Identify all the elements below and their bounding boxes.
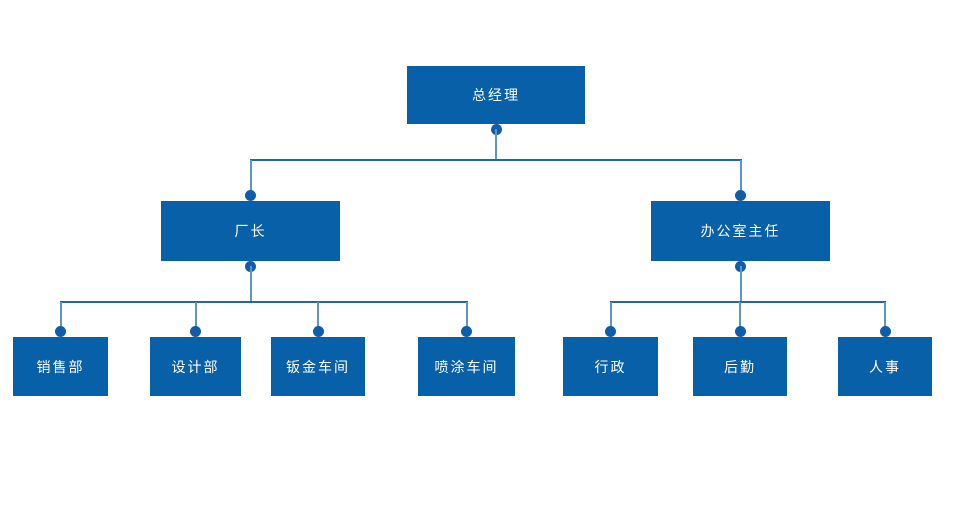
connector-line-vertical — [739, 160, 742, 195]
org-node-label: 总经理 — [472, 87, 520, 103]
org-node-label: 行政 — [594, 358, 627, 375]
connector-line-vertical — [59, 302, 62, 331]
org-node-label: 设计部 — [171, 358, 220, 375]
connector-line-vertical — [609, 302, 612, 331]
org-node-sales[interactable]: 销售部 — [13, 337, 108, 396]
org-node-gm[interactable]: 总经理 — [407, 66, 585, 124]
connector-dot — [879, 326, 891, 337]
org-node-label: 喷涂车间 — [434, 358, 499, 375]
connector-line-vertical — [249, 160, 252, 195]
connector-dot — [605, 326, 616, 337]
connector-line-vertical — [739, 302, 741, 331]
connector-rail — [609, 301, 886, 303]
org-node-label: 办公室主任 — [700, 223, 781, 239]
connector-rail — [249, 159, 742, 161]
connector-line-vertical — [465, 302, 468, 331]
connector-dot — [245, 190, 256, 201]
org-node-label: 人事 — [869, 358, 901, 375]
org-node-admin[interactable]: 行政 — [563, 337, 658, 396]
connector-line-vertical — [194, 302, 197, 331]
org-node-design[interactable]: 设计部 — [150, 337, 241, 396]
org-node-office[interactable]: 办公室主任 — [651, 201, 830, 261]
org-node-label: 钣金车间 — [286, 358, 350, 375]
connector-dot — [461, 326, 472, 337]
org-node-label: 厂长 — [234, 223, 267, 239]
org-node-factory[interactable]: 厂长 — [161, 201, 340, 261]
org-node-spray[interactable]: 喷涂车间 — [418, 337, 515, 396]
connector-rail — [59, 301, 468, 303]
org-node-label: 后勤 — [724, 358, 756, 375]
connector-dot — [735, 190, 746, 201]
connector-line-vertical — [249, 266, 252, 302]
connector-line-vertical — [884, 302, 886, 331]
connector-dot — [190, 326, 201, 337]
connector-dot — [55, 326, 66, 337]
org-node-sheetmetal[interactable]: 钣金车间 — [271, 337, 365, 396]
connector-line-vertical — [317, 302, 319, 331]
connector-line-vertical — [495, 129, 497, 160]
org-node-logistics[interactable]: 后勤 — [693, 337, 787, 396]
connector-dot — [734, 326, 746, 337]
connector-dot — [312, 326, 324, 337]
org-node-hr[interactable]: 人事 — [838, 337, 932, 396]
org-node-label: 销售部 — [36, 358, 85, 375]
connector-line-vertical — [739, 266, 742, 302]
